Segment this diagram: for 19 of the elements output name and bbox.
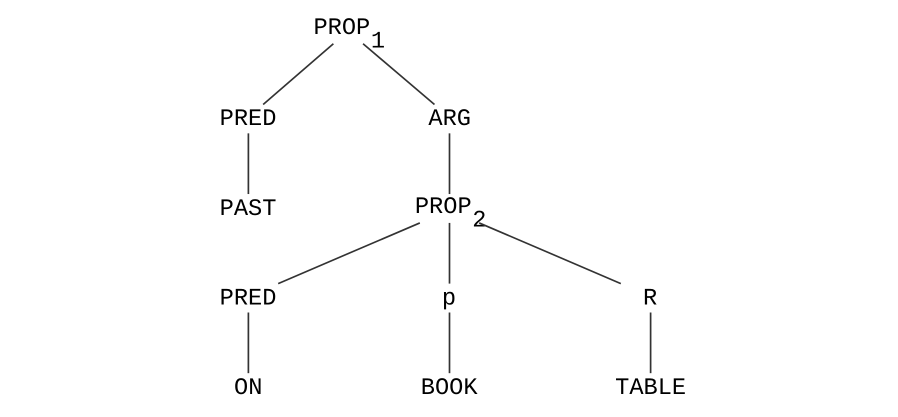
node-text: PAST <box>219 196 276 223</box>
node-text: p <box>441 285 456 312</box>
connector <box>277 222 420 284</box>
connector <box>362 43 435 106</box>
connector <box>448 133 450 194</box>
node-text: ON <box>234 374 262 402</box>
node-text: PRED <box>219 285 276 312</box>
node-text: ARG <box>428 106 470 134</box>
connector <box>478 222 621 284</box>
node-text: PRED <box>219 106 276 134</box>
connector <box>649 312 651 374</box>
connector <box>247 312 249 374</box>
connector <box>262 43 334 106</box>
node-text: R <box>642 285 657 312</box>
connector <box>448 222 450 284</box>
node-text: TABLE <box>614 374 686 402</box>
connector <box>247 133 249 194</box>
node-text: BOOK <box>420 374 478 402</box>
connector <box>448 312 450 374</box>
